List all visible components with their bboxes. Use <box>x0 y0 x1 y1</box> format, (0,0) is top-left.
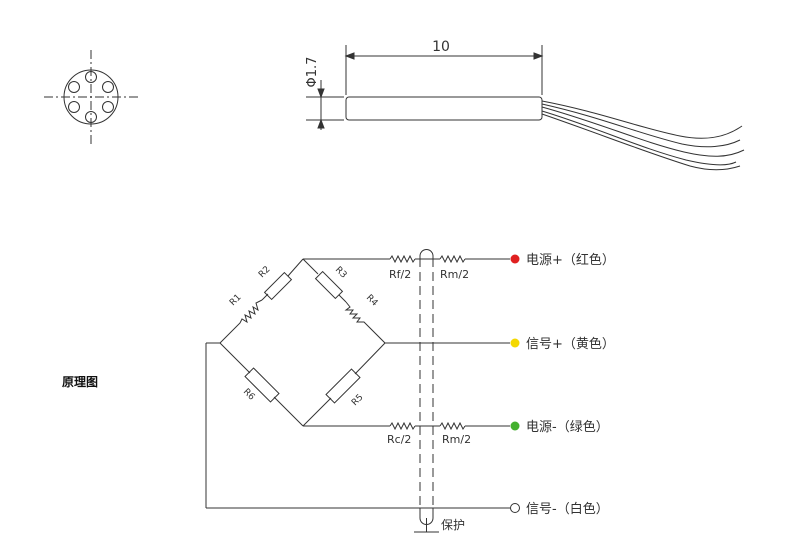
resistor-r3 <box>314 270 344 300</box>
resistor-rm-bottom <box>439 421 466 431</box>
schematic-title: 原理图 <box>62 375 99 389</box>
resistor-rm-top <box>439 254 466 264</box>
resistor-rc <box>389 421 416 431</box>
terminal-signal-minus-dot <box>510 503 520 513</box>
r5-label: R5 <box>350 393 366 409</box>
resistor-r1 <box>219 299 263 344</box>
signal-plus-label: 信号+（黄色） <box>526 336 615 352</box>
rf-label: Rf/2 <box>389 268 411 281</box>
terminal-power-plus-dot <box>510 254 520 264</box>
cable-shield <box>414 249 439 533</box>
power-minus-label: 电源-（绿色） <box>526 419 609 435</box>
r3-label: R3 <box>333 265 349 281</box>
connector-end-view <box>44 50 140 146</box>
signal-minus-label: 信号-（白色） <box>526 501 609 517</box>
r2-label: R2 <box>257 265 273 281</box>
power-plus-label: 电源+（红色） <box>526 252 615 268</box>
r4-label: R4 <box>364 293 380 309</box>
resistor-rf <box>389 254 416 264</box>
shield-label: 保护 <box>441 518 465 532</box>
terminal-signal-plus-dot <box>510 338 520 348</box>
r6-label: R6 <box>241 387 257 403</box>
resistor-r4 <box>344 301 386 344</box>
rm-top-label: Rm/2 <box>440 268 469 281</box>
bridge-circuit <box>205 254 510 509</box>
resistor-r2 <box>263 271 293 301</box>
terminal-power-minus-dot <box>510 421 520 431</box>
r1-label: R1 <box>228 293 244 309</box>
rm-bottom-label: Rm/2 <box>442 433 471 446</box>
sensor-side-view <box>306 45 745 171</box>
length-dimension-label: 10 <box>432 39 450 55</box>
rc-label: Rc/2 <box>387 433 411 446</box>
diameter-dimension-label: Φ1.7 <box>305 57 320 88</box>
